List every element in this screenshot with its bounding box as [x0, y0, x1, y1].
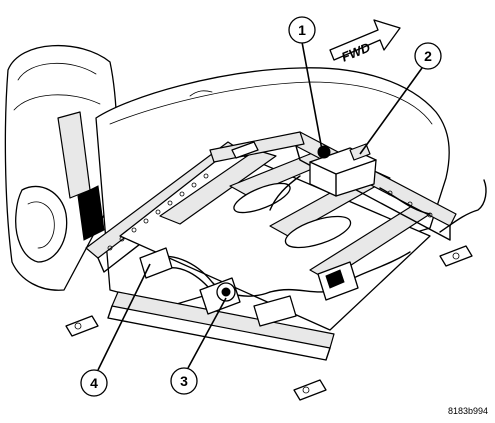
callout-4-label: 4	[90, 375, 98, 391]
seat-back	[4, 45, 118, 291]
callout-4: 4	[80, 263, 151, 397]
fwd-label: FWD	[339, 39, 373, 64]
mounting-feet	[65, 141, 473, 401]
figure-id: 8183b994	[448, 406, 488, 416]
callout-1: 1	[288, 16, 323, 151]
callout-3: 3	[170, 297, 227, 395]
forward-direction-arrow: FWD	[329, 19, 401, 65]
callout-3-label: 3	[180, 373, 188, 389]
callout-2: 2	[359, 42, 442, 155]
callout-2-label: 2	[424, 48, 432, 64]
callout-1-label: 1	[298, 22, 306, 38]
motor-assembly	[139, 247, 359, 327]
